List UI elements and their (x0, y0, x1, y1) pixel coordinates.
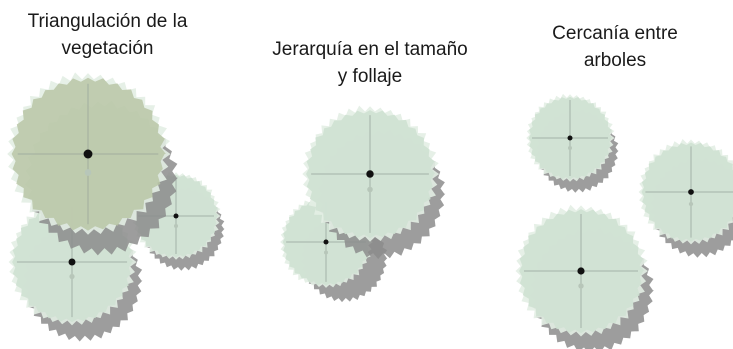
trunk-ghost (174, 224, 178, 228)
caption-hierarchy: Jerarquía en el tamaño y follaje (250, 36, 490, 90)
caption-line: vegetación (61, 38, 154, 59)
tree-canopy-icon (526, 93, 619, 193)
caption-proximity: Cercanía entre arboles (520, 20, 710, 74)
caption-line: Jerarquía en el tamaño (272, 39, 468, 60)
caption-triangulation: Triangulación de la vegetación (0, 8, 215, 62)
trunk-dot (173, 213, 179, 219)
tree-canopy-icon (7, 72, 178, 256)
trunk-ghost (324, 250, 328, 255)
trunk-ghost (84, 169, 92, 176)
caption-line: arboles (583, 50, 647, 71)
trunk-ghost (367, 186, 373, 193)
trunk-dot (83, 149, 93, 159)
caption-line: y follaje (337, 66, 403, 87)
tree-canopy-icon (302, 105, 446, 259)
trunk-dot (68, 258, 76, 266)
trunk-dot (567, 135, 573, 141)
trunk-dot (577, 267, 585, 275)
trunk-ghost (688, 201, 694, 207)
caption-line: Triangulación de la (27, 11, 188, 32)
trunk-ghost (568, 146, 572, 150)
tree-canopy-icon (515, 204, 654, 349)
trunk-ghost (578, 283, 584, 289)
caption-line: Cercanía entre (552, 23, 678, 44)
trunk-dot (366, 170, 374, 178)
tree-canopy-icon (638, 139, 733, 258)
trunk-dot (323, 239, 329, 245)
trunk-dot (688, 189, 694, 195)
trunk-ghost (69, 273, 75, 280)
